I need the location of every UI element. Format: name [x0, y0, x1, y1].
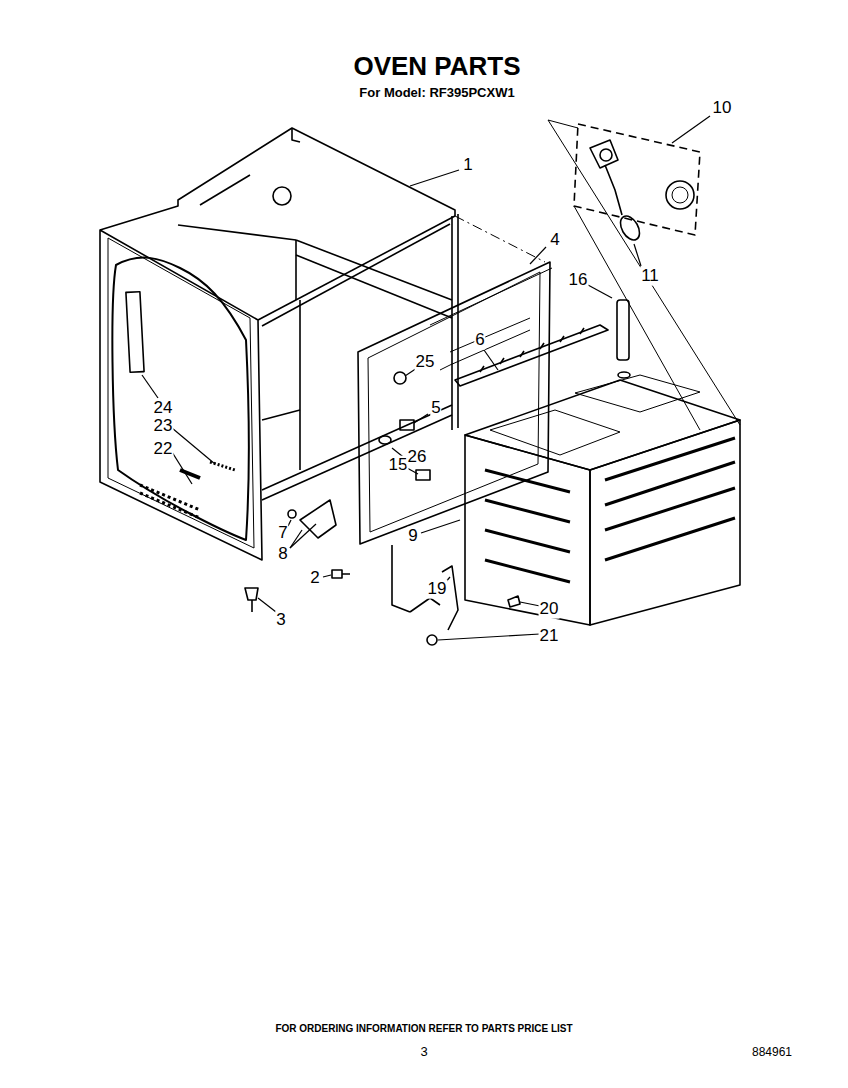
- callout-number: 22: [153, 440, 174, 459]
- callout-number: 24: [153, 399, 174, 418]
- callout-number: 2: [309, 569, 320, 588]
- callout-number: 21: [539, 627, 560, 646]
- diagram-title: OVEN PARTS: [352, 52, 521, 81]
- oven-cabinet: [100, 128, 545, 560]
- callout-number: 16: [568, 271, 589, 290]
- callout-number: 4: [549, 231, 560, 250]
- callout-number: 23: [153, 417, 174, 436]
- callout-number: 26: [407, 448, 428, 467]
- leader-lines: [142, 116, 710, 640]
- oven-frame: [288, 262, 552, 544]
- callout-number: 20: [539, 600, 560, 619]
- callout-number: 19: [427, 580, 448, 599]
- light-assembly: [548, 120, 740, 430]
- sensor-tube: [617, 300, 629, 360]
- oven-liner: [465, 372, 740, 625]
- callout-number: 5: [430, 399, 441, 418]
- callout-number: 25: [415, 353, 436, 372]
- model-number: For Model: RF395PCXW1: [358, 86, 515, 100]
- callout-number: 11: [640, 267, 660, 286]
- callout-number: 15: [388, 456, 409, 475]
- callout-number: 8: [277, 545, 288, 564]
- hardware: [245, 545, 520, 645]
- callout-number: 6: [474, 331, 485, 350]
- callout-number: 1: [462, 156, 473, 175]
- callout-number: 7: [277, 524, 288, 543]
- footer-note: FOR ORDERING INFORMATION REFER TO PARTS …: [274, 1023, 573, 1034]
- callout-number: 3: [275, 611, 286, 630]
- bake-element: [455, 325, 608, 386]
- page-number: 3: [419, 1045, 428, 1059]
- callout-number: 9: [407, 527, 418, 546]
- document-number: 884961: [751, 1046, 793, 1059]
- callout-number: 10: [712, 99, 733, 118]
